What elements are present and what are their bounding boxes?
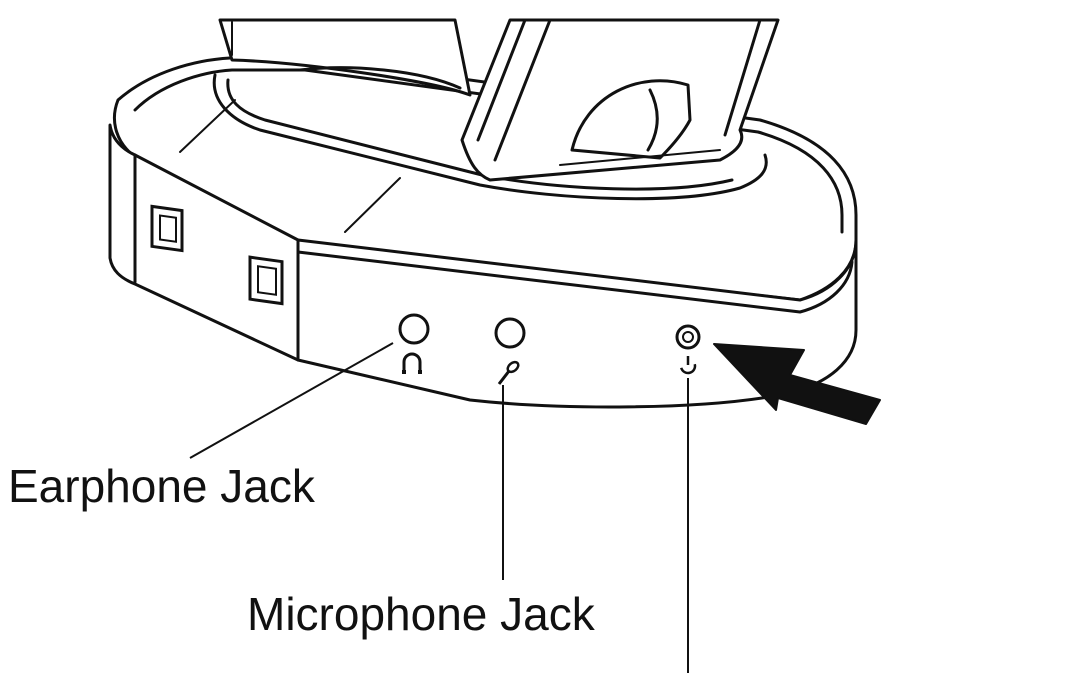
microphone-jack-label: Microphone Jack — [247, 588, 596, 640]
microphone-icon — [497, 360, 520, 385]
earphone-jack-label: Earphone Jack — [8, 460, 316, 512]
earphone-jack-port — [398, 313, 430, 345]
power-button-port — [675, 324, 701, 350]
usb-port — [248, 255, 284, 306]
headphone-icon — [402, 352, 422, 374]
pointer-arrow-icon — [713, 343, 881, 425]
microphone-jack-port — [494, 317, 526, 349]
earphone-leader-line — [189, 342, 394, 459]
stand-rear-panel — [218, 18, 472, 97]
usb-port — [150, 204, 184, 253]
base-inner-rim — [133, 68, 844, 234]
base-recess — [212, 73, 768, 201]
stand-arm-cutout — [570, 79, 692, 160]
power-icon — [680, 356, 697, 375]
